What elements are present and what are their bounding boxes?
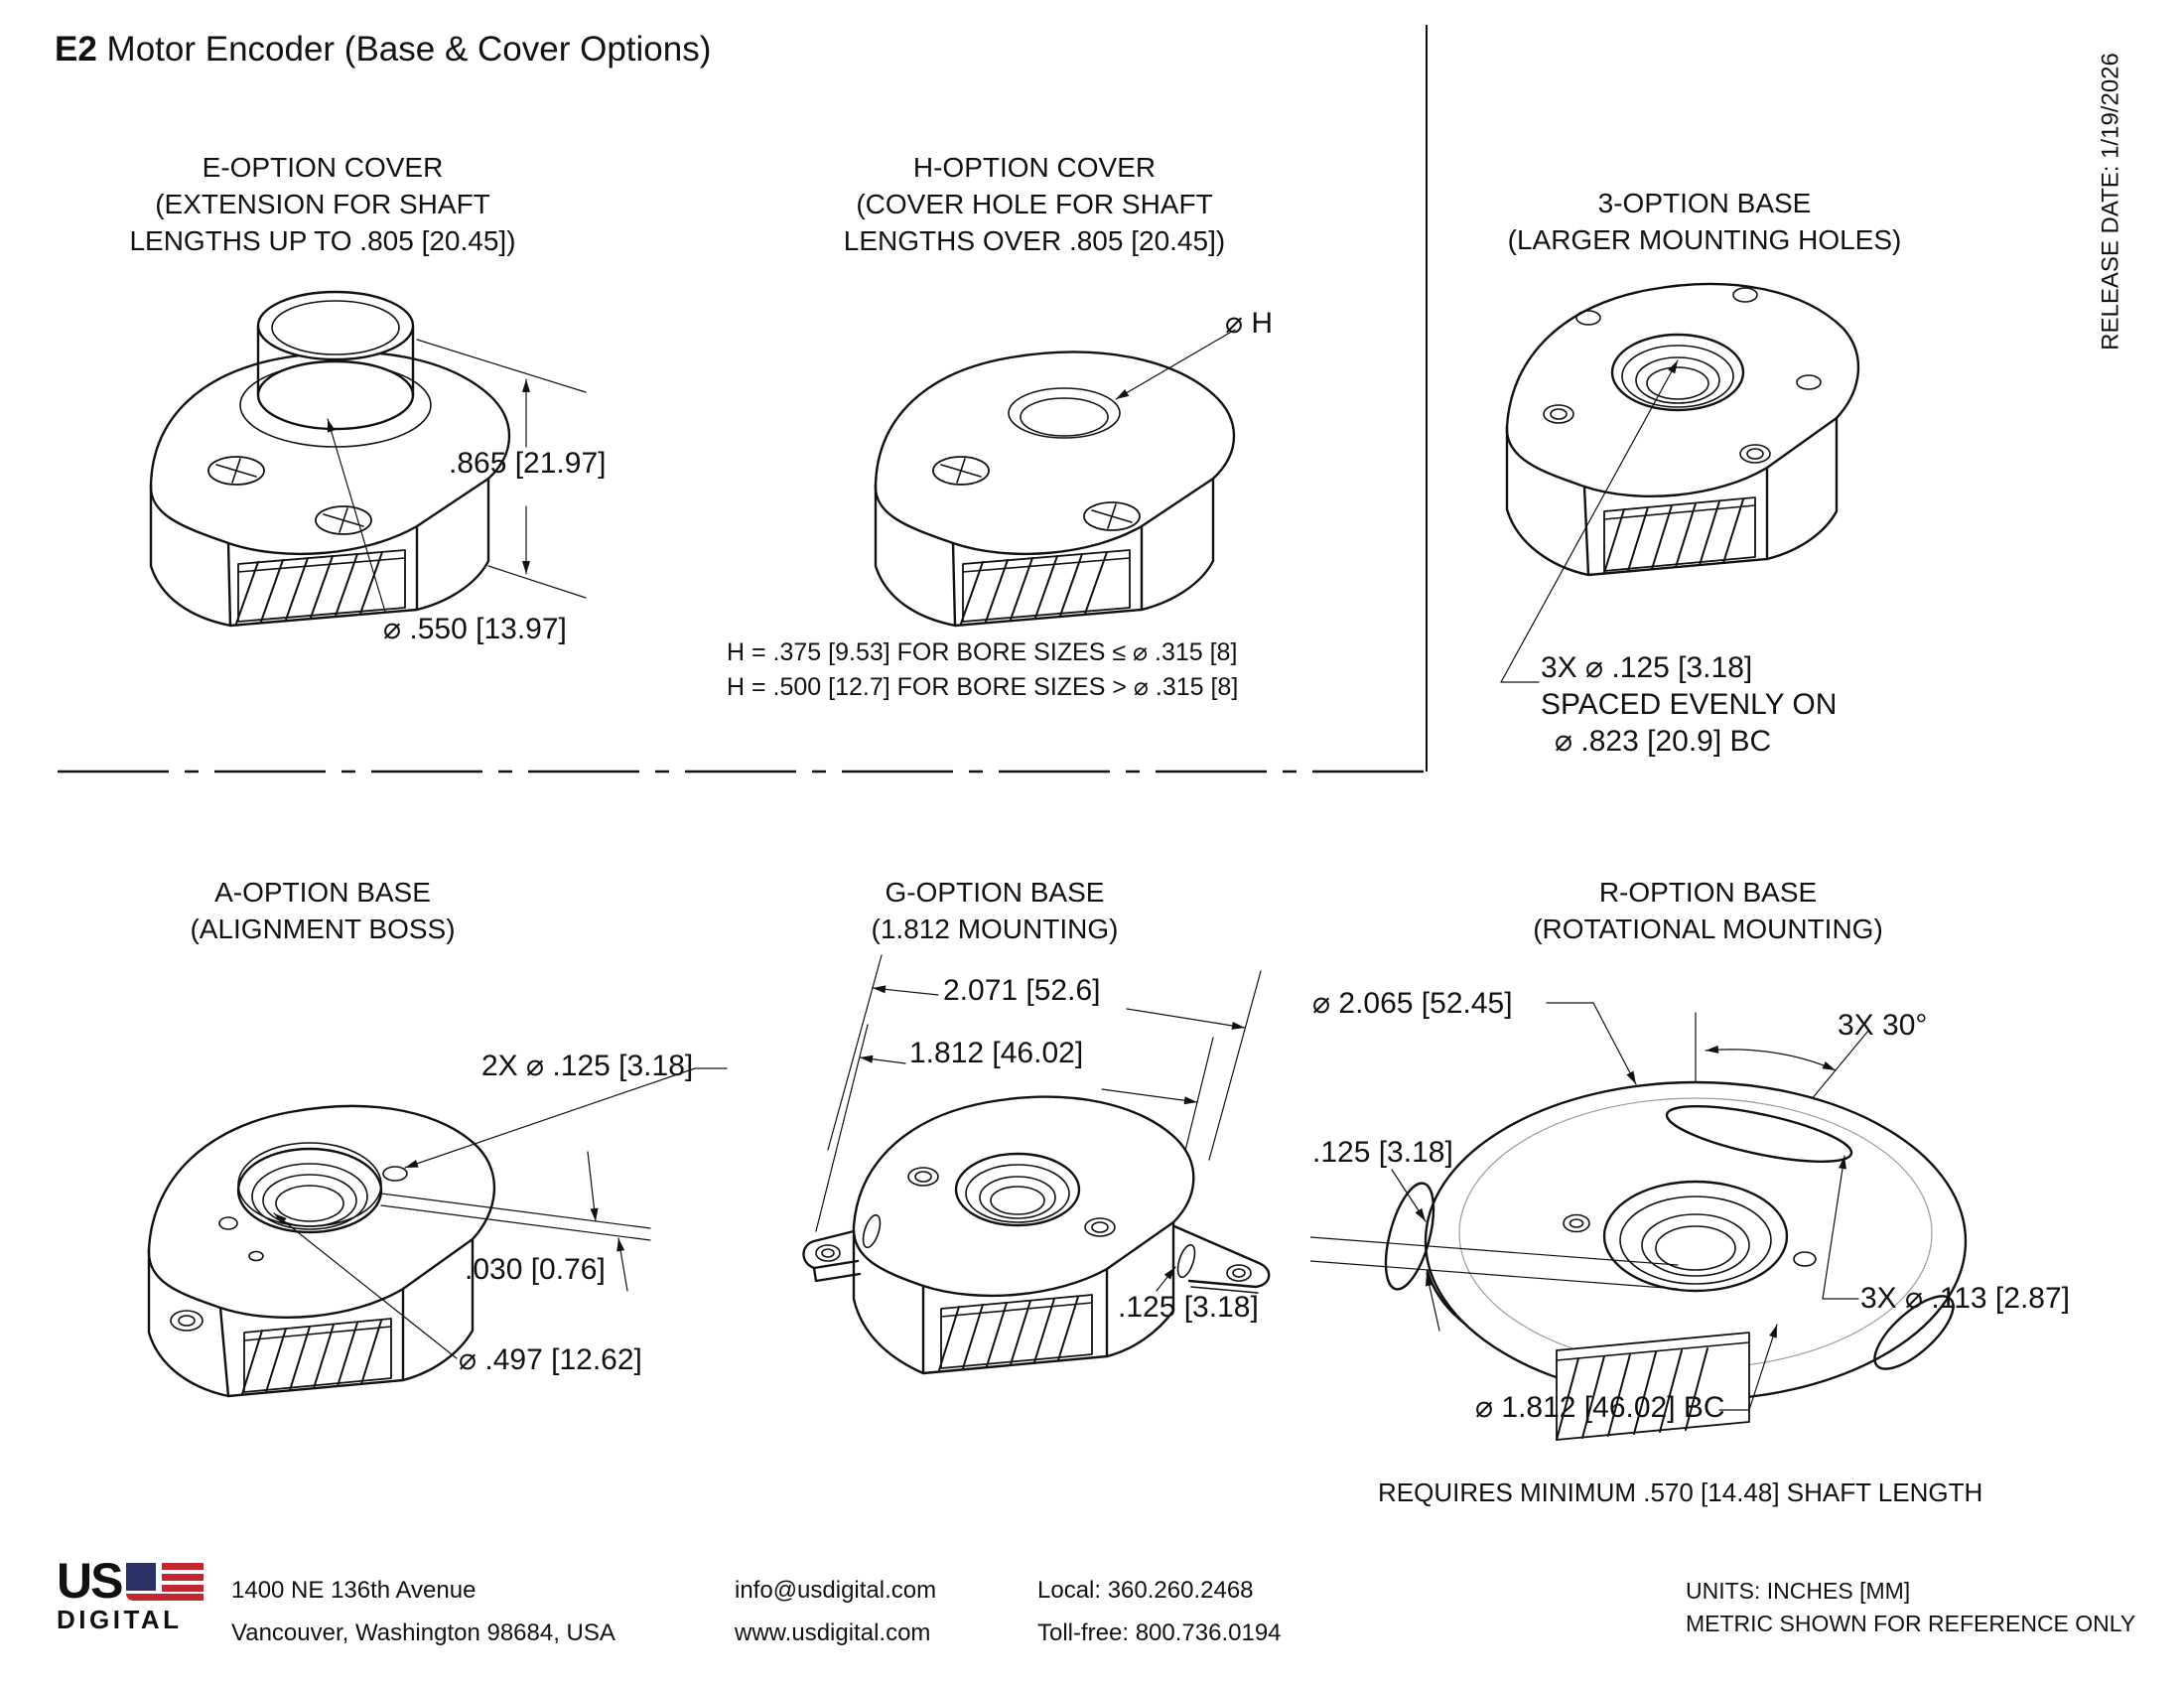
r-option-title: R-OPTION BASE (ROTATIONAL MOUNTING): [1457, 874, 1959, 947]
g-option-dim-mounting: 1.812 [46.02]: [909, 1037, 1084, 1069]
base3-option-title-line1: 3-OPTION BASE: [1597, 188, 1812, 218]
r-option-dim-bolt-circle: ⌀ 1.812 [46.02] BC: [1475, 1391, 1725, 1424]
g-option-title: G-OPTION BASE (1.812 MOUNTING): [766, 874, 1223, 947]
logo-digital-text: DIGITAL: [57, 1605, 183, 1634]
h-option-drawing: [874, 329, 1236, 628]
base3-option-title: 3-OPTION BASE (LARGER MOUNTING HOLES): [1451, 185, 1958, 258]
footer-units-line2: METRIC SHOWN FOR REFERENCE ONLY: [1686, 1611, 2136, 1636]
e-option-title-line1: E-OPTION COVER: [202, 152, 444, 183]
r-option-shaft-note: REQUIRES MINIMUM .570 [14.48] SHAFT LENG…: [1378, 1477, 1983, 1507]
r-option-dim-plate-thickness: .125 [3.18]: [1312, 1136, 1453, 1169]
us-flag-icon: [126, 1563, 205, 1601]
page-title: E2 Motor Encoder (Base & Cover Options): [55, 30, 711, 70]
a-option-dim-boss-height: .030 [0.76]: [465, 1253, 606, 1286]
e-option-dim-height: .865 [21.97]: [449, 447, 607, 480]
g-option-drawing: [802, 954, 1271, 1375]
product-code: E2: [55, 30, 97, 69]
a-option-dim-holes: 2X ⌀ .125 [3.18]: [481, 1050, 694, 1082]
h-option-title-line3: LENGTHS OVER .805 [20.45]): [843, 225, 1226, 256]
r-option-dim-outer-diameter: ⌀ 2.065 [52.45]: [1312, 987, 1513, 1020]
footer-phone-local: Local: 360.260.2468: [1037, 1577, 1254, 1604]
footer-units-line1: UNITS: INCHES [MM]: [1686, 1578, 1911, 1604]
footer-address-line2: Vancouver, Washington 98684, USA: [231, 1619, 615, 1646]
h-option-hole-label: ⌀ H: [1225, 307, 1274, 340]
h-option-notes: H = .375 [9.53] FOR BORE SIZES ≤ ⌀ .315 …: [727, 635, 1238, 705]
a-option-title-line1: A-OPTION BASE: [214, 877, 431, 908]
footer-units-note: UNITS: INCHES [MM] METRIC SHOWN FOR REFE…: [1686, 1575, 2135, 1640]
panel-divider-horizontal: [58, 770, 1428, 774]
h-option-title: H-OPTION COVER (COVER HOLE FOR SHAFT LEN…: [806, 149, 1263, 259]
panel-divider-vertical: [1426, 25, 1428, 772]
footer-phone: Local: 360.260.2468 Toll-free: 800.736.0…: [1037, 1569, 1282, 1654]
footer-address: 1400 NE 136th Avenue Vancouver, Washingt…: [231, 1569, 615, 1654]
r-option-drawing: [1310, 1002, 1968, 1441]
e-option-title-line3: LENGTHS UP TO .805 [20.45]): [129, 225, 516, 256]
g-option-dim-overall: 2.071 [52.6]: [943, 974, 1101, 1007]
h-option-note-line2: H = .500 [12.7] FOR BORE SIZES > ⌀ .315 …: [727, 673, 1239, 701]
a-option-title-line2: (ALIGNMENT BOSS): [190, 914, 456, 944]
h-option-note-line1: H = .375 [9.53] FOR BORE SIZES ≤ ⌀ .315 …: [727, 638, 1238, 666]
e-option-drawing: [149, 290, 587, 628]
r-option-dim-slot-diameter: 3X ⌀ .113 [2.87]: [1860, 1282, 2070, 1315]
a-option-title: A-OPTION BASE (ALIGNMENT BOSS): [94, 874, 551, 947]
base3-option-drawing: [1500, 282, 1860, 683]
h-option-title-line2: (COVER HOLE FOR SHAFT: [856, 189, 1213, 219]
footer-website: www.usdigital.com: [735, 1619, 931, 1646]
footer-phone-tollfree: Toll-free: 800.736.0194: [1037, 1619, 1282, 1646]
g-option-title-line2: (1.812 MOUNTING): [871, 914, 1119, 944]
g-option-title-line1: G-OPTION BASE: [885, 877, 1105, 908]
base3-note-line3: ⌀ .823 [20.9] BC: [1555, 725, 1772, 758]
footer-web: info@usdigital.com www.usdigital.com: [735, 1569, 936, 1654]
footer-address-line1: 1400 NE 136th Avenue: [231, 1577, 477, 1604]
base3-note-line1: 3X ⌀ .125 [3.18]: [1541, 651, 1753, 684]
g-option-dim-thickness: .125 [3.18]: [1118, 1291, 1259, 1324]
a-option-drawing: [147, 1067, 728, 1398]
e-option-title-line2: (EXTENSION FOR SHAFT: [155, 189, 490, 219]
logo-us-text: US: [57, 1553, 123, 1609]
a-option-dim-boss-diameter: ⌀ .497 [12.62]: [459, 1343, 642, 1376]
base3-option-title-line2: (LARGER MOUNTING HOLES): [1507, 224, 1902, 255]
base3-note-line2: SPACED EVENLY ON: [1541, 688, 1838, 721]
page-title-text: Motor Encoder (Base & Cover Options): [96, 30, 712, 69]
release-date: RELEASE DATE: 1/19/2026: [2097, 53, 2124, 351]
r-option-title-line1: R-OPTION BASE: [1598, 877, 1818, 908]
base3-option-notes: 3X ⌀ .125 [3.18] SPACED EVENLY ON ⌀ .823…: [1541, 649, 1837, 760]
footer-email: info@usdigital.com: [735, 1577, 937, 1604]
e-option-title: E-OPTION COVER (EXTENSION FOR SHAFT LENG…: [94, 149, 551, 259]
r-option-dim-slot-angle: 3X 30°: [1838, 1009, 1928, 1042]
us-digital-logo: US DIGITAL: [57, 1553, 205, 1635]
r-option-title-line2: (ROTATIONAL MOUNTING): [1533, 914, 1883, 944]
h-option-title-line1: H-OPTION COVER: [912, 152, 1157, 183]
e-option-dim-diameter: ⌀ .550 [13.97]: [383, 613, 567, 645]
